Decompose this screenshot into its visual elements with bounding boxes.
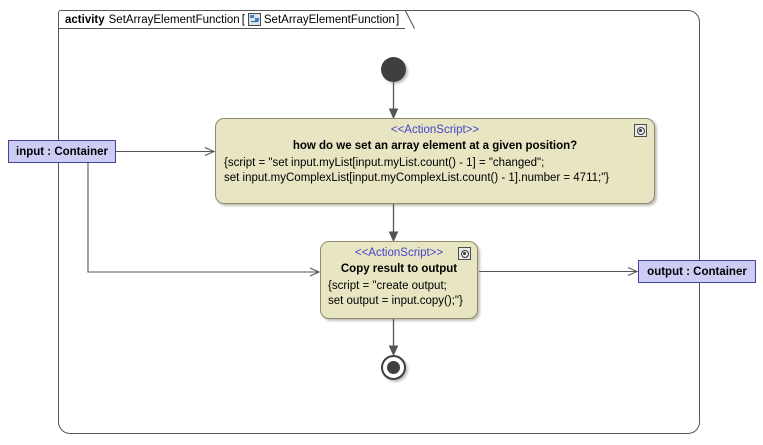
action2-stereotype: <<ActionScript>> bbox=[354, 247, 444, 259]
action1-body-line: {script = "set input.myList[input.myList… bbox=[224, 157, 545, 169]
flow-input-to-action2 bbox=[87, 163, 319, 272]
action-icon bbox=[634, 124, 647, 137]
action2-body-line: {script = "create output; bbox=[328, 280, 447, 292]
frame-keyword: activity bbox=[65, 13, 105, 26]
activity-parameter-output[interactable]: output : Container bbox=[638, 260, 756, 283]
activity-final-node[interactable] bbox=[381, 355, 406, 380]
frame-diagram-name: SetArrayElementFunction bbox=[263, 13, 395, 26]
frame-bracket-open: [ bbox=[241, 13, 245, 26]
frame-activity-name: SetArrayElementFunction bbox=[108, 13, 240, 26]
activity-frame-label: activity SetArrayElementFunction [ SetAr… bbox=[58, 10, 416, 29]
action2-title: Copy result to output bbox=[340, 263, 458, 275]
activity-parameter-input[interactable]: input : Container bbox=[8, 140, 116, 163]
action2-body: {script = "create output; set output = i… bbox=[328, 279, 470, 309]
action1-title: how do we set an array element at a give… bbox=[292, 140, 578, 152]
action2-body-line: set output = input.copy();"} bbox=[328, 295, 463, 307]
frame-bracket-close: ] bbox=[395, 13, 400, 26]
activity-frame bbox=[58, 10, 700, 434]
frame-tab-corner bbox=[405, 10, 416, 29]
action1-body-line: set input.myComplexList[input.myComplexL… bbox=[224, 172, 610, 184]
action-node-copy-result-to-output[interactable]: <<ActionScript>> Copy result to output {… bbox=[320, 241, 478, 319]
output-pin-label: output : Container bbox=[647, 265, 747, 278]
action-node-set-array-element[interactable]: <<ActionScript>> how do we set an array … bbox=[215, 118, 655, 204]
input-pin-label: input : Container bbox=[16, 145, 108, 158]
initial-node[interactable] bbox=[381, 57, 406, 82]
action-icon bbox=[458, 247, 471, 260]
action1-stereotype: <<ActionScript>> bbox=[390, 124, 480, 136]
activity-diagram-icon bbox=[247, 13, 261, 26]
action1-body: {script = "set input.myList[input.myList… bbox=[224, 156, 646, 186]
